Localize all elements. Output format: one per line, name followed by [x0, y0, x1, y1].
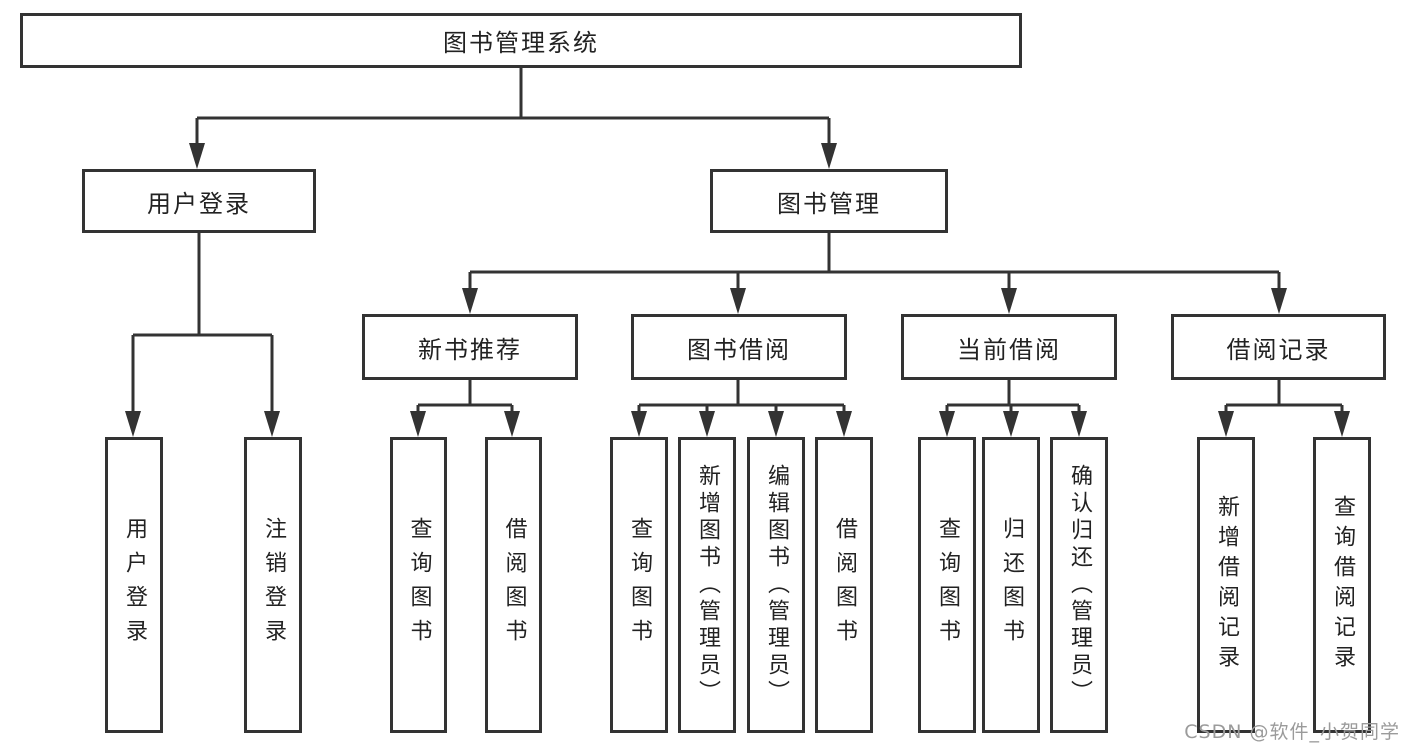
connector-user-login-to-leaves [131, 233, 274, 412]
node-root-system: 图书管理系统 [20, 13, 1022, 68]
arrowhead [1003, 411, 1019, 437]
leaf-label: 用户登录 [122, 517, 147, 653]
leaf-query-books-recommend: 查询图书 [390, 437, 447, 733]
arrowhead [730, 288, 746, 314]
node-label: 新书推荐 [418, 335, 522, 364]
leaf-label: 归还图书 [999, 517, 1024, 653]
node-label: 图书管理系统 [443, 29, 599, 57]
arrowhead [836, 411, 852, 437]
leaf-confirm-return-admin: 确认归还（管理员） [1050, 437, 1108, 733]
node-label: 图书借阅 [687, 335, 791, 364]
node-book-management: 图书管理 [710, 169, 948, 233]
leaf-label: 确认归还（管理员） [1067, 463, 1092, 707]
csdn-watermark: CSDN @软件_小贺同学 [1184, 721, 1400, 743]
leaf-label: 借阅图书 [501, 517, 527, 653]
leaf-borrow-books-recommend: 借阅图书 [485, 437, 542, 733]
arrowhead [631, 411, 647, 437]
leaf-label: 新增借阅记录 [1214, 495, 1239, 675]
leaf-label: 查询图书 [935, 517, 960, 653]
leaf-user-login: 用户登录 [105, 437, 163, 733]
node-label: 图书管理 [777, 189, 881, 218]
leaf-query-books-borrowing: 查询图书 [610, 437, 668, 733]
node-borrowing-records: 借阅记录 [1171, 314, 1386, 380]
leaf-add-books-admin: 新增图书（管理员） [678, 437, 736, 733]
leaf-label: 编辑图书（管理员） [764, 463, 789, 707]
arrowhead [1071, 411, 1087, 437]
arrowhead [1218, 411, 1234, 437]
arrowhead [125, 411, 141, 437]
node-label: 用户登录 [147, 189, 251, 218]
arrowhead [504, 411, 520, 437]
connector-current-to-leaves [945, 380, 1081, 414]
leaf-label: 查询借阅记录 [1330, 495, 1355, 675]
connector-root-to-level2 [195, 68, 831, 146]
leaf-label: 借阅图书 [832, 517, 857, 653]
arrowhead [189, 143, 205, 169]
arrowhead [410, 411, 426, 437]
arrowhead [821, 143, 837, 169]
leaf-query-books-current: 查询图书 [918, 437, 976, 733]
leaf-label: 查询图书 [406, 517, 432, 653]
leaf-add-borrow-record: 新增借阅记录 [1197, 437, 1255, 733]
connector-records-to-leaves [1224, 380, 1344, 414]
node-label: 借阅记录 [1226, 335, 1331, 364]
arrowhead [462, 288, 478, 314]
node-new-book-recommend: 新书推荐 [362, 314, 578, 380]
arrowhead [939, 411, 955, 437]
leaf-edit-books-admin: 编辑图书（管理员） [747, 437, 805, 733]
leaf-logout: 注销登录 [244, 437, 302, 733]
leaf-borrow-books: 借阅图书 [815, 437, 873, 733]
connector-recommend-to-leaves [416, 380, 514, 414]
arrowhead [699, 411, 715, 437]
arrowhead [1001, 288, 1017, 314]
arrowhead [264, 411, 280, 437]
leaf-return-books: 归还图书 [982, 437, 1040, 733]
leaf-query-borrow-record: 查询借阅记录 [1313, 437, 1371, 733]
node-label: 当前借阅 [957, 335, 1061, 364]
arrowhead [1271, 288, 1287, 314]
arrowhead [768, 411, 784, 437]
connector-book-management-to-level3 [468, 233, 1281, 291]
leaf-label: 注销登录 [261, 517, 286, 653]
arrowhead [1334, 411, 1350, 437]
leaf-label: 查询图书 [627, 517, 652, 653]
node-current-borrowing: 当前借阅 [901, 314, 1117, 380]
node-book-borrowing: 图书借阅 [631, 314, 847, 380]
leaf-label: 新增图书（管理员） [695, 463, 720, 707]
node-user-login: 用户登录 [82, 169, 316, 233]
connector-borrowing-to-leaves [637, 380, 846, 414]
